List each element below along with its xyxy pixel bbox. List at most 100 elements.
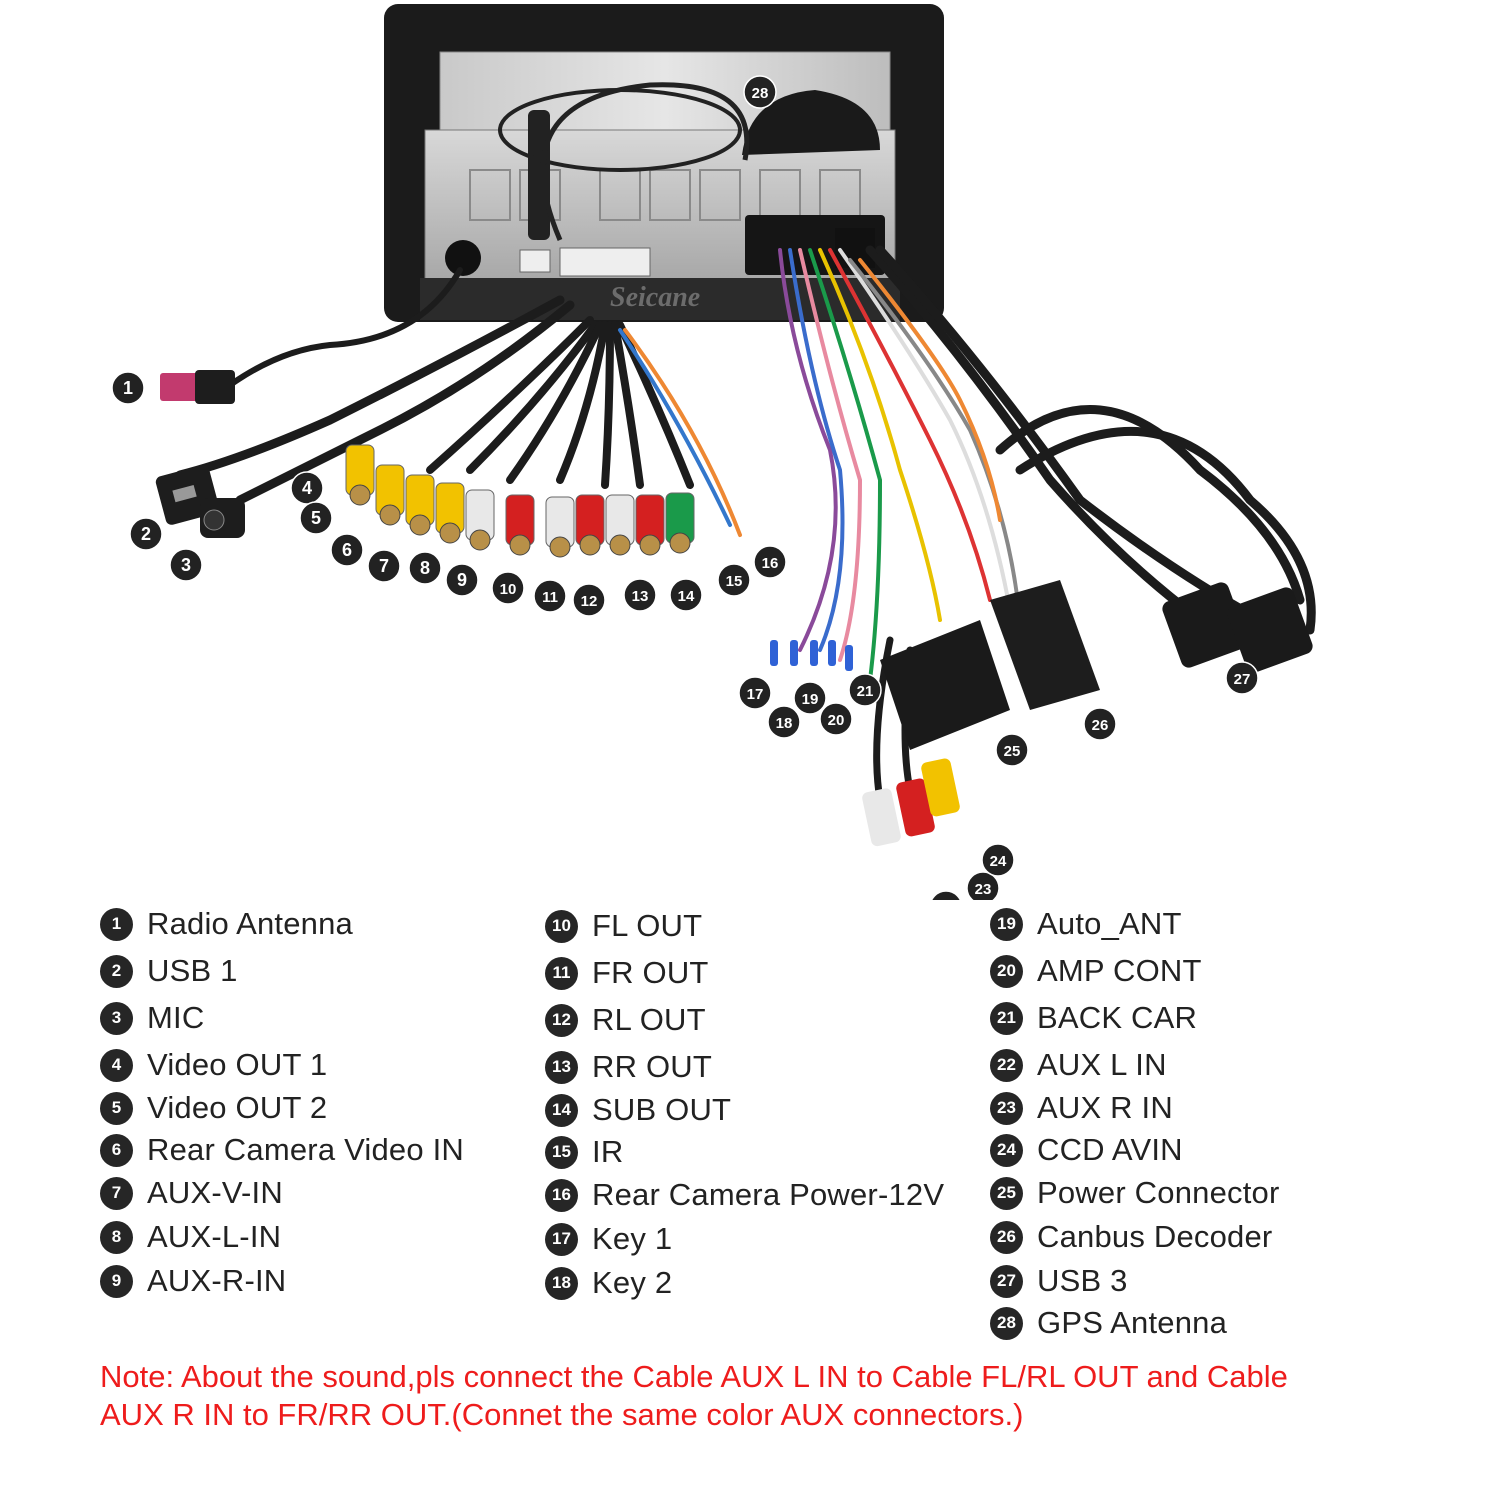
rca-tip xyxy=(349,484,371,506)
callout-number: 7 xyxy=(379,556,389,576)
legend-label: RL OUT xyxy=(592,1002,706,1037)
legend-label: Key 1 xyxy=(592,1221,673,1256)
legend-number-badge: 27 xyxy=(990,1264,1023,1298)
legend-number-badge: 17 xyxy=(545,1222,578,1256)
callout-28: 28 xyxy=(743,75,777,109)
callout-circle xyxy=(623,578,657,612)
callout-circle xyxy=(669,578,703,612)
callout-circle xyxy=(129,517,163,551)
rca-tip xyxy=(509,534,531,556)
callout-11: 11 xyxy=(533,579,567,613)
legend-item-22: 22 AUX L IN xyxy=(990,1047,1167,1083)
rca-tip xyxy=(549,536,571,558)
callout-number: 9 xyxy=(457,570,467,590)
legend-label: Video OUT 2 xyxy=(147,1090,328,1125)
callout-1: 1 xyxy=(111,371,145,405)
callout-circle xyxy=(1225,661,1259,695)
power-connector-and-decoder xyxy=(880,580,1100,750)
callout-number: 28 xyxy=(752,85,769,102)
callout-22: 22 xyxy=(930,890,962,900)
legend-label: RR OUT xyxy=(592,1049,713,1084)
callout-circle xyxy=(995,733,1029,767)
rca-tip xyxy=(379,504,401,526)
legend-number-badge: 12 xyxy=(545,1003,578,1037)
callout-15: 15 xyxy=(717,563,751,597)
callout-number: 11 xyxy=(542,589,558,606)
legend-number-badge: 6 xyxy=(100,1133,133,1167)
callout-9: 9 xyxy=(445,563,479,597)
callout-3: 3 xyxy=(169,548,203,582)
callout-circle xyxy=(445,563,479,597)
callout-12: 12 xyxy=(572,583,606,617)
legend-label: BACK CAR xyxy=(1037,1000,1198,1035)
legend-label: AUX L IN xyxy=(1037,1047,1167,1082)
legend-label: FR OUT xyxy=(592,955,709,990)
legend-number-badge: 4 xyxy=(100,1048,133,1082)
callout-circle xyxy=(491,571,525,605)
legend-number-badge: 1 xyxy=(100,907,133,941)
callout-26: 26 xyxy=(1083,707,1117,741)
callout-number: 17 xyxy=(747,686,764,703)
legend-number-badge: 16 xyxy=(545,1178,578,1212)
legend-label: Power Connector xyxy=(1037,1175,1280,1210)
callout-number: 14 xyxy=(678,588,695,605)
callout-number: 25 xyxy=(1004,743,1021,760)
legend-number-badge: 26 xyxy=(990,1220,1023,1254)
legend-number-badge: 21 xyxy=(990,1001,1023,1035)
aux-in-rca-group xyxy=(862,758,960,847)
callout-circle xyxy=(767,705,801,739)
callout-number: 12 xyxy=(581,593,598,610)
callout-number: 18 xyxy=(776,715,793,732)
callout-24: 24 xyxy=(981,843,1015,877)
callout-18: 18 xyxy=(767,705,801,739)
callout-badges: 1234567891011121314151617181920212223242… xyxy=(111,75,1259,900)
callout-number: 10 xyxy=(500,581,517,598)
legend-label: CCD AVIN xyxy=(1037,1132,1183,1167)
legend-item-21: 21 BACK CAR xyxy=(990,1000,1197,1036)
legend-label: MIC xyxy=(147,1000,205,1035)
legend-number-badge: 2 xyxy=(100,954,133,988)
rca-tip xyxy=(439,522,461,544)
note-line-1: Note: About the sound,pls connect the Ca… xyxy=(100,1359,1288,1394)
legend-number-badge: 8 xyxy=(100,1220,133,1254)
legend-label: SUB OUT xyxy=(592,1092,732,1127)
callout-circle xyxy=(111,371,145,405)
callout-number: 8 xyxy=(420,558,430,578)
legend-label: AMP CONT xyxy=(1037,953,1202,988)
callout-16: 16 xyxy=(753,545,787,579)
callout-circle xyxy=(981,843,1015,877)
legend-label: Radio Antenna xyxy=(147,906,353,941)
legend-label: AUX-V-IN xyxy=(147,1175,283,1210)
legend-label: Auto_ANT xyxy=(1037,906,1182,941)
legend-number-badge: 18 xyxy=(545,1266,578,1300)
callout-27: 27 xyxy=(1225,661,1259,695)
right-harness xyxy=(778,245,1316,804)
callout-number: 3 xyxy=(181,555,191,575)
rca-tip xyxy=(669,532,691,554)
callout-circle xyxy=(717,563,751,597)
legend-label: IR xyxy=(592,1134,624,1169)
usb1-and-mic-plugs xyxy=(155,464,245,538)
radio-antenna-plug xyxy=(160,370,235,404)
legend-item-1: 1 Radio Antenna xyxy=(100,906,353,942)
callout-17: 17 xyxy=(738,676,772,710)
callout-number: 15 xyxy=(726,573,743,590)
legend-number-badge: 22 xyxy=(990,1048,1023,1082)
